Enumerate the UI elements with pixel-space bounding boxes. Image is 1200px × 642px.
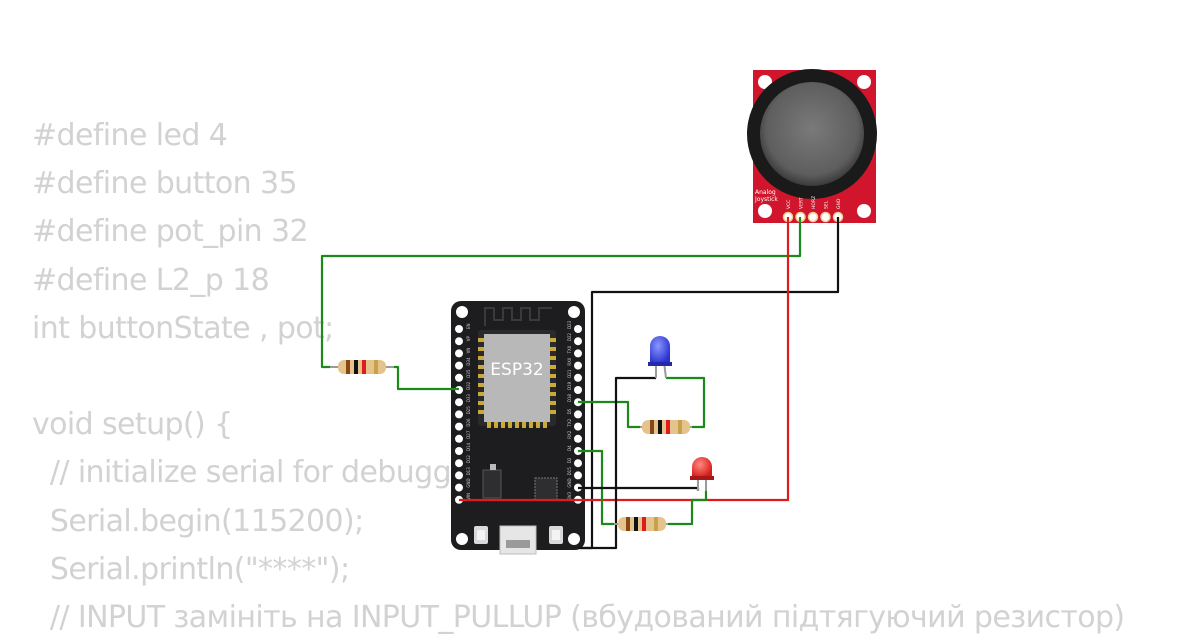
pin-hole[interactable]: [455, 337, 463, 346]
pin-label: D14: [466, 442, 471, 451]
pin-hole[interactable]: [574, 422, 582, 431]
pin-hole[interactable]: [455, 459, 463, 468]
pin-hole[interactable]: [455, 373, 463, 382]
pin-hole[interactable]: [455, 471, 463, 480]
pin-label: D32: [466, 381, 471, 390]
wire-green[interactable]: [320, 217, 802, 369]
wire-green[interactable]: [666, 376, 706, 429]
resistor-2[interactable]: [640, 420, 692, 434]
pin-hole[interactable]: [455, 434, 463, 443]
pin-label: RX0: [567, 357, 572, 366]
pin-hole[interactable]: [455, 349, 463, 358]
pin-label: GND: [466, 478, 471, 487]
led-red[interactable]: [690, 457, 714, 491]
pin-hole[interactable]: [455, 422, 463, 431]
code-line: #define pot_pin 32: [32, 214, 309, 250]
pin-label: VN: [466, 348, 471, 354]
joystick-label: Joystick: [754, 196, 778, 203]
pin-label: GND: [567, 478, 572, 487]
pin-label: D15: [567, 467, 572, 476]
pin-hole[interactable]: [574, 459, 582, 468]
pin-hole[interactable]: [574, 434, 582, 443]
wire-green[interactable]: [668, 491, 708, 526]
pin-label: EN: [466, 323, 471, 329]
code-line: void setup() {: [32, 407, 233, 443]
code-line: #define led 4: [32, 118, 228, 153]
pin-hole[interactable]: [455, 410, 463, 419]
esp32-label: ESP32: [490, 360, 543, 380]
pin-label: D22: [567, 333, 572, 342]
pin-hole[interactable]: [574, 337, 582, 346]
pin-label: D34: [466, 357, 471, 366]
pin-label: D18: [567, 394, 572, 403]
pin-hole[interactable]: [574, 325, 582, 333]
pin-hole[interactable]: [574, 373, 582, 382]
pin-label: D33: [466, 394, 471, 403]
pin-hole[interactable]: [574, 410, 582, 419]
pin-label: D23: [567, 320, 572, 329]
pin-hole[interactable]: [574, 349, 582, 358]
code-line: // INPUT замініть на INPUT_PULLUP (вбудо…: [32, 599, 1125, 635]
pin-label: D4: [567, 445, 572, 451]
pin-hole[interactable]: [455, 483, 463, 492]
joystick-pin-label: GND: [836, 198, 842, 209]
joystick-pin-label: SEL: [824, 200, 830, 209]
code-line: int buttonState , pot;: [32, 310, 334, 346]
right-pin-header[interactable]: [574, 325, 582, 504]
code-line: Serial.println("****");: [32, 551, 350, 587]
wire-green[interactable]: [394, 365, 459, 391]
joystick-pin[interactable]: [807, 211, 819, 223]
joystick-pin-label: VCC: [786, 200, 792, 209]
pin-hole[interactable]: [574, 361, 582, 370]
joystick-pin-label: VERT: [799, 197, 805, 209]
pin-label: TX2: [567, 418, 572, 427]
pin-label: D21: [567, 369, 572, 378]
pin-hole[interactable]: [574, 386, 582, 394]
pin-label: D26: [466, 418, 471, 427]
joystick-pin[interactable]: [820, 211, 831, 223]
pin-label: D25: [466, 406, 471, 415]
joystick-label: Analog: [755, 189, 776, 196]
pin-label: D12: [466, 455, 471, 464]
pin-label: D35: [466, 369, 471, 378]
esp32-board[interactable]: ESP32 ENVPVND34D35D32D33D25D26D27D14D12D…: [451, 301, 585, 555]
wire-black[interactable]: [578, 486, 700, 491]
pin-label: VIN: [466, 493, 471, 500]
pin-hole[interactable]: [455, 398, 463, 407]
pin-label: VP: [466, 335, 471, 341]
pin-label: D5: [567, 408, 572, 414]
resistor-3[interactable]: [614, 517, 668, 531]
code-line: Serial.begin(115200);: [32, 503, 364, 539]
pin-label: D2: [567, 457, 572, 463]
wire-green[interactable]: [578, 400, 640, 429]
pin-hole[interactable]: [455, 325, 463, 333]
pin-label: D27: [466, 430, 471, 439]
left-pin-header[interactable]: [455, 325, 463, 504]
pin-label: 3V3: [567, 492, 572, 500]
pin-label: RX2: [567, 430, 572, 439]
joystick-pin-label: HORZ: [811, 196, 817, 209]
pin-label: D13: [466, 467, 471, 476]
code-line: #define button 35: [32, 166, 298, 202]
pin-hole[interactable]: [455, 361, 463, 370]
pin-label: D19: [567, 381, 572, 390]
wire-red[interactable]: [459, 217, 790, 502]
resistor-1[interactable]: [330, 360, 394, 374]
led-blue[interactable]: [648, 336, 672, 379]
wire-black[interactable]: [580, 376, 656, 550]
pin-hole[interactable]: [574, 471, 582, 480]
pin-label: TX0: [567, 345, 572, 354]
analog-joystick[interactable]: Analog Joystick VCC VERT HORZ SEL GND: [747, 69, 877, 223]
pin-hole[interactable]: [455, 447, 463, 455]
code-background: #define led 4 #define button 35 #define po…: [32, 112, 1125, 642]
code-line: #define L2_p 18: [32, 262, 270, 298]
